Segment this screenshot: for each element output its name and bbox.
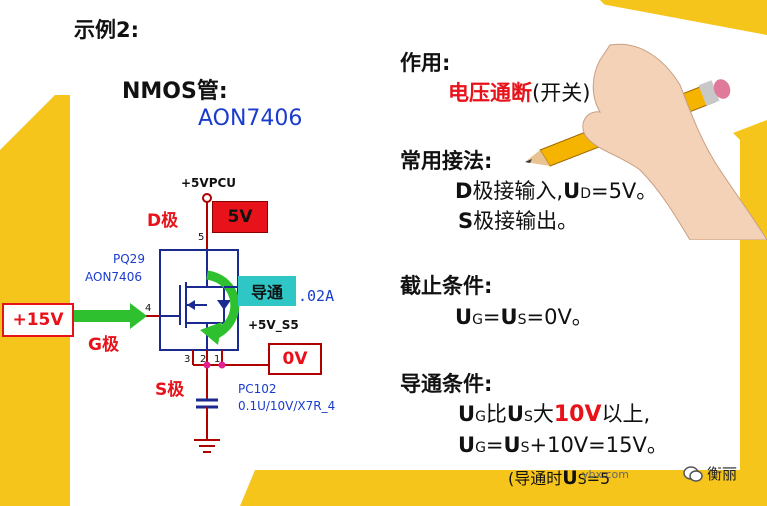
function-value: 电压通断 [448,81,532,105]
pin-drain: 5 [198,232,205,243]
note-start: (导通时 [508,469,563,488]
conduction-arrow [205,270,240,340]
mosfet-diode-symbol [217,300,231,310]
yellow-band-top-right [580,0,767,35]
ud-letter: U [563,179,581,203]
on1-u2: U [506,402,524,426]
on-heading: 导通条件: [400,372,493,396]
pin-source-3: 3 [184,354,191,365]
function-heading: 作用: [400,51,451,75]
supply-label: +5VPCU [181,176,237,190]
on1-t1: 比 [485,402,507,426]
pin-source-2: 2 [200,354,207,365]
source-junction-2 [218,361,226,369]
on1-t2: 大 [532,402,554,426]
on1-sub2: S [523,409,533,425]
output-net-label: +5V_S5 [248,318,299,332]
drain-label: D极 [147,211,179,231]
device-type: NMOS管: [122,79,228,104]
on1-u1: U [458,402,476,426]
watermark-text: ybx.com [582,468,629,481]
conduction-arrow-head [200,322,222,345]
on2-u1: U [458,433,476,457]
mosfet-body-arrow [187,300,195,310]
on2-u2: U [503,433,521,457]
source-text: 极接输出。 [473,209,579,233]
on1-t3: 以上, [601,402,651,426]
pin-gate: 4 [145,303,152,314]
pencil-eraser [713,79,731,99]
on1-val: 10V [553,402,602,427]
source-junction-1 [203,361,211,369]
drain-text: 极接输入, [472,179,564,203]
wechat-icon [683,465,703,482]
on-line-2: UG=US+10V=15V。 [458,429,668,459]
drain-voltage-box: 5V [212,201,268,233]
slide-title: 示例2: [74,18,140,42]
cutoff-line: UG=US=0V。 [455,301,593,331]
gate-input-arrow [70,303,147,329]
current-text: .02A [298,287,335,305]
brand-badge: 衡丽 [683,463,737,484]
hand-shape [582,43,767,240]
ud-sub: D [580,186,591,202]
on1-sub1: G [475,409,486,425]
pencil-ferrule [698,80,720,106]
mosfet-ref: PQ29 [113,252,145,266]
gate-label: G极 [88,335,119,355]
conduct-label-box: 导通 [238,276,296,306]
on2-sub1: G [475,440,486,456]
connection-drain-line: D极接输入,UD=5V。 [455,175,657,205]
ud-eq: =5V。 [590,179,658,203]
drain-letter: D [455,179,473,203]
capacitor-value: 0.1U/10V/X7R_4 [238,399,336,413]
on-line-1: UG比US大10V以上, [458,398,650,428]
cut-sub2: S [517,312,527,328]
on2-eq1: = [485,433,504,457]
on-note-line: (导通时US=5 [508,465,610,489]
pencil-lead [525,159,532,163]
connection-source-line: S极接输出。 [458,205,578,235]
supply-node [202,193,212,203]
cut-sub1: G [472,312,483,328]
on2-eq2: +10V=15V。 [529,433,668,457]
connection-heading: 常用接法: [400,149,493,173]
source-voltage-box: 0V [268,343,322,375]
gate-input-box: +15V [2,303,74,337]
note-sub: S [577,472,587,488]
note-end: =5 [586,469,611,488]
capacitor-ref: PC102 [238,382,277,396]
pencil-tip [525,150,550,166]
hand-pencil-illustration [525,43,767,240]
function-line: 电压通断(开关) [448,77,590,107]
pin-source-1: 1 [214,354,221,365]
note-u: U [562,467,578,489]
cut-u2: U [500,305,518,329]
source-label: S极 [155,380,185,400]
cut-eq1: = [482,305,501,329]
yellow-band-left-top [0,95,70,170]
mosfet-ref-part: AON7406 [85,270,142,284]
on2-sub2: S [520,440,530,456]
cut-eq2: =0V。 [526,305,593,329]
cut-u1: U [455,305,473,329]
function-note: (开关) [532,81,591,105]
source-letter: S [458,209,474,233]
device-part: AON7406 [198,106,303,131]
brand-name: 衡丽 [707,465,738,483]
cutoff-heading: 截止条件: [400,274,493,298]
